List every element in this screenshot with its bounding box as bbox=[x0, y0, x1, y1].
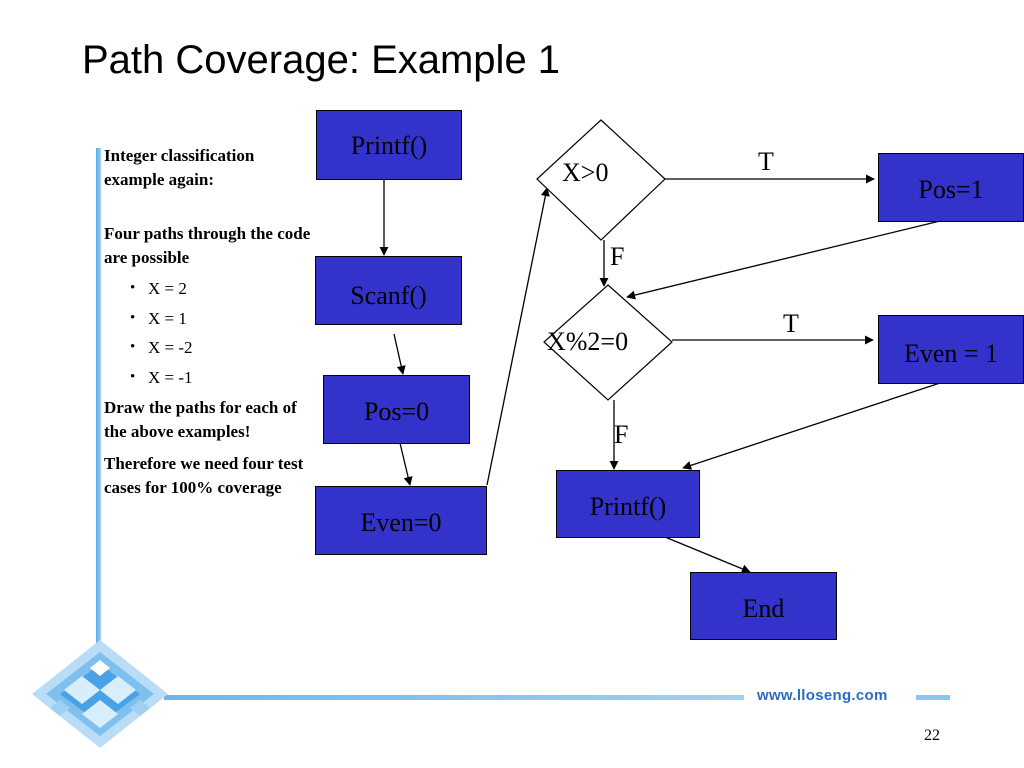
edge-even1-to-printf2 bbox=[682, 382, 941, 470]
node-scanf: Scanf() bbox=[315, 256, 462, 325]
decision-x-mod-2-label: X%2=0 bbox=[547, 327, 629, 356]
edge-printf2-to-end bbox=[664, 536, 751, 574]
draw-paths-text: Draw the paths for each of the above exa… bbox=[104, 398, 297, 441]
node-end: End bbox=[690, 572, 837, 640]
footer-bar-left bbox=[164, 695, 744, 700]
branch-false-label: F bbox=[614, 420, 629, 449]
conclusion-text: Therefore we need four test cases for 10… bbox=[104, 454, 304, 497]
footer-url: www.lloseng.com bbox=[757, 687, 888, 704]
branch-true-label: T bbox=[783, 309, 799, 338]
side-text: Integer classification example again: Fo… bbox=[104, 144, 316, 500]
list-item: X = -1 bbox=[104, 363, 316, 393]
node-pos-0: Pos=0 bbox=[323, 375, 470, 444]
node-printf-start: Printf() bbox=[316, 110, 462, 180]
node-even-0: Even=0 bbox=[315, 486, 487, 555]
slide-decoration bbox=[32, 148, 950, 748]
diamond-pattern-logo bbox=[32, 640, 168, 748]
footer-bar-right bbox=[916, 695, 950, 700]
page-number: 22 bbox=[924, 727, 940, 744]
list-item: X = 1 bbox=[104, 304, 316, 334]
slide-title: Path Coverage: Example 1 bbox=[82, 38, 561, 82]
branch-false-label: F bbox=[610, 242, 625, 271]
node-pos-1: Pos=1 bbox=[878, 153, 1024, 222]
edge-even0-to-decision1 bbox=[486, 187, 550, 486]
decision-x-mod-2 bbox=[543, 284, 673, 401]
paths-text: Four paths through the code are possible bbox=[104, 224, 311, 267]
edge-scanf-to-pos0 bbox=[393, 333, 406, 375]
list-item: X = -2 bbox=[104, 333, 316, 363]
left-vertical-bar bbox=[96, 148, 101, 708]
edge-pos0-to-even0 bbox=[399, 442, 413, 486]
node-printf-end: Printf() bbox=[556, 470, 700, 538]
branch-true-label: T bbox=[758, 147, 774, 176]
edge-pos1-to-decision2 bbox=[626, 220, 941, 300]
decision-x-gt-0 bbox=[536, 119, 666, 241]
test-case-list: X = 2 X = 1 X = -2 X = -1 bbox=[104, 274, 316, 392]
list-item: X = 2 bbox=[104, 274, 316, 304]
intro-text: Integer classification example again: bbox=[104, 146, 255, 189]
decision-x-gt-0-label: X>0 bbox=[562, 158, 609, 187]
node-even-1: Even = 1 bbox=[878, 315, 1024, 384]
